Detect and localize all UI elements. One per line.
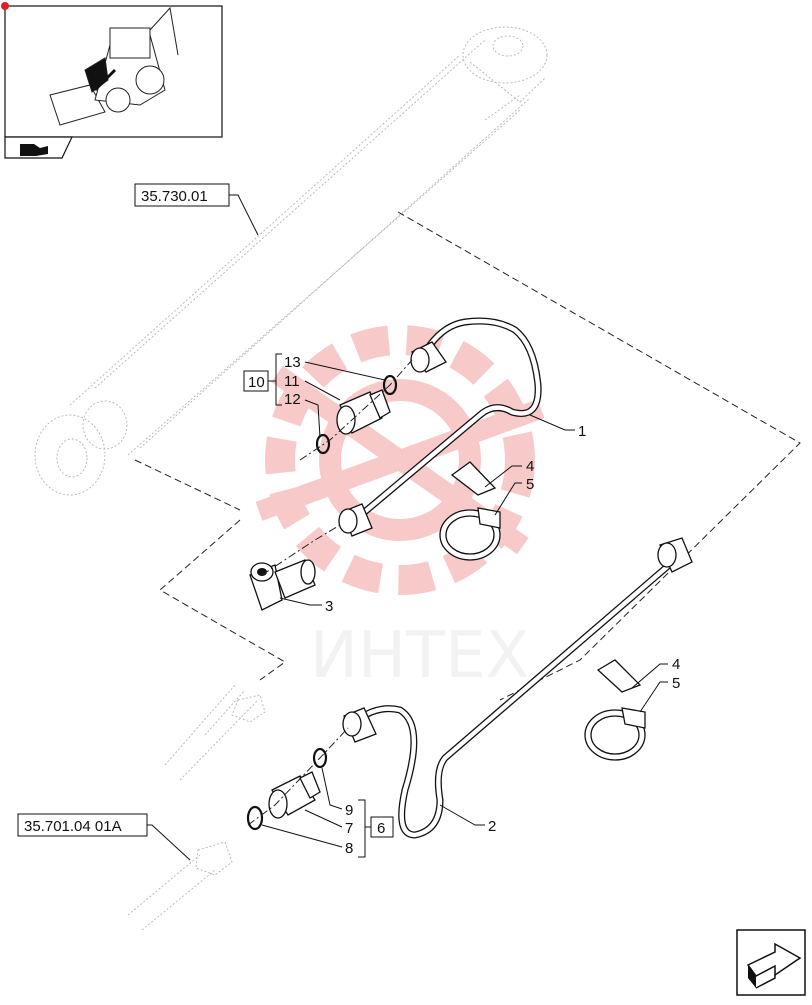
pipe-1 xyxy=(338,317,542,537)
callout-12: 12 xyxy=(284,391,301,408)
callout-5-upper: 5 xyxy=(526,476,534,493)
ref-cylinder-label: 35.730.01 xyxy=(141,188,208,205)
clamp-5-lower xyxy=(584,707,646,761)
clamp-5-upper xyxy=(439,507,501,561)
callout-2: 2 xyxy=(488,818,496,835)
cylinder-ghost xyxy=(34,26,548,496)
pipe-2 xyxy=(342,537,693,839)
ref-cylinder[interactable]: 35.730.01 xyxy=(134,183,259,236)
wedge-4-upper xyxy=(450,461,497,496)
callout-9: 9 xyxy=(345,802,353,819)
callout-5-lower: 5 xyxy=(672,675,680,692)
next-page-arrow-icon xyxy=(746,942,802,989)
oring-9 xyxy=(312,747,328,769)
callout-8: 8 xyxy=(345,840,353,857)
next-page-button[interactable] xyxy=(736,929,806,996)
callout-11: 11 xyxy=(284,373,300,390)
callout-7: 7 xyxy=(345,820,353,837)
oring-12 xyxy=(315,433,331,455)
kit-box-6-label: 6 xyxy=(377,820,385,837)
watermark-gear-icon xyxy=(255,325,545,595)
elbow-fitting-3 xyxy=(249,559,316,611)
thumbnail-panel[interactable] xyxy=(1,2,223,159)
callout-4-lower: 4 xyxy=(672,656,680,673)
book-arrow-icon xyxy=(20,144,48,156)
callout-1: 1 xyxy=(578,423,586,440)
oring-13 xyxy=(382,374,398,396)
backhoe-loader-thumbnail xyxy=(49,6,179,126)
callout-13: 13 xyxy=(284,354,301,371)
watermark: ИНТЕХ xyxy=(255,325,545,693)
corner-marker-icon xyxy=(1,2,9,10)
wedge-4-lower xyxy=(596,659,642,693)
adapter-7 xyxy=(268,771,321,819)
callout-3: 3 xyxy=(325,598,333,615)
callout-4-upper: 4 xyxy=(526,458,534,475)
kit-box-10-label: 10 xyxy=(248,374,265,391)
ref-frame-label: 35.701.04 01A xyxy=(24,818,122,835)
adapter-11 xyxy=(336,389,391,435)
watermark-text: ИНТЕХ xyxy=(310,619,529,693)
frame-ghost xyxy=(127,684,266,931)
centerlines xyxy=(247,359,413,826)
ref-frame[interactable]: 35.701.04 01A xyxy=(17,813,191,861)
oring-8 xyxy=(246,805,264,831)
callouts: 1 2 3 4 5 4 5 10 13 11 12 6 9 7 8 xyxy=(243,353,680,858)
